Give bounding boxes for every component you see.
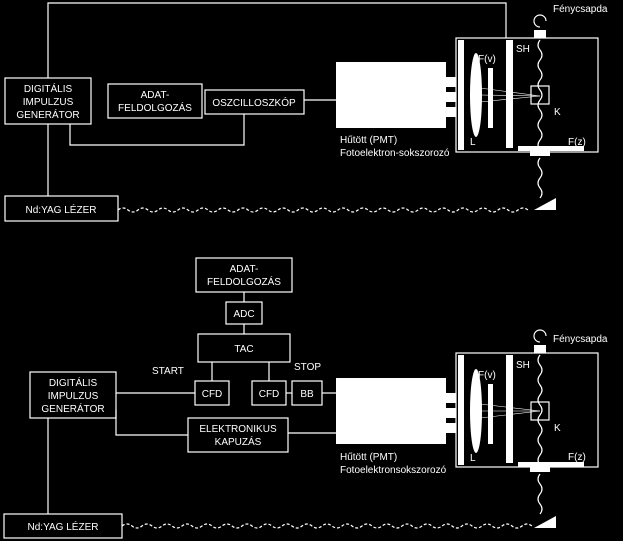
bottom-cfd-left-label: CFD — [202, 389, 223, 400]
top-cell-k — [530, 85, 550, 105]
bottom-light-trap-icon — [533, 329, 547, 343]
bottom-laser-beam — [121, 523, 533, 529]
bottom-fv-label: F(v) — [478, 370, 496, 381]
top-mirror — [534, 198, 556, 210]
top-oscilloscope-label: OSZCILLOSZKÓP — [212, 96, 296, 109]
top-filter-fz — [518, 146, 584, 151]
bottom-cfd-right-label: CFD — [259, 389, 280, 400]
top-pmt-body — [336, 62, 446, 128]
bottom-filter-fz — [518, 462, 584, 467]
bottom-data-processing-label-1: ADAT- — [230, 264, 259, 275]
top-light-trap-label: Fénycsapda — [553, 4, 608, 15]
bottom-light-trap-label: Fénycsapda — [553, 334, 608, 345]
bottom-pmt-caption-2: Fotoelektronsokszorozó — [340, 465, 447, 476]
bottom-pmt-caption-1: Hűtött (PMT) — [340, 452, 397, 463]
top-laser-label: Nd:YAG LÉZER — [26, 203, 97, 216]
top-generator-label-1: DIGITÁLIS — [24, 82, 73, 95]
bottom-lens-l — [470, 369, 482, 453]
top-data-processing-box — [107, 83, 203, 119]
bottom-generator-label-1: DIGITÁLIS — [49, 376, 98, 389]
bottom-gating-label-1: ELEKTRONIKUS — [199, 424, 277, 435]
bottom-tac-box — [197, 333, 291, 363]
top-laser-box — [4, 195, 119, 222]
bottom-tac-label: TAC — [234, 344, 253, 355]
bottom-stop-label: STOP — [294, 362, 321, 373]
top-pmt-caption-2: Fotoelektron-sokszorozó — [340, 148, 450, 159]
bottom-filter-fv — [488, 384, 493, 444]
bottom-data-processing-label-2: FELDOLGOZÁS — [207, 275, 281, 288]
top-optics-enclosure — [455, 37, 599, 153]
top-filter-fv — [488, 68, 493, 128]
top-setup: DIGITÁLIS IMPULZUS GENERÁTOR ADAT- FELDO… — [4, 2, 608, 222]
top-sh-label: SH — [516, 44, 530, 55]
top-trigger-line — [47, 2, 507, 78]
bottom-bb-label: BB — [300, 389, 314, 400]
top-lens-l — [470, 53, 482, 137]
bottom-gating-label-2: KAPUZÁS — [215, 435, 262, 448]
top-fv-label: F(v) — [478, 54, 496, 65]
top-data-processing-label-1: ADAT- — [141, 90, 170, 101]
bottom-k-label: K — [554, 423, 561, 434]
top-generator-label-2: IMPULZUS — [23, 97, 74, 108]
bottom-pmt-body — [336, 378, 446, 444]
bottom-generator-label-2: IMPULZUS — [48, 391, 99, 402]
bottom-l-label: L — [470, 453, 476, 464]
bottom-shutter-sh — [506, 355, 513, 463]
bottom-generator-box — [29, 371, 117, 419]
bottom-laser-label: Nd:YAG LÉZER — [28, 520, 99, 533]
bottom-generator-label-3: GENERÁTOR — [41, 402, 104, 415]
top-light-trap-icon — [533, 14, 547, 28]
top-generator-label-3: GENERÁTOR — [16, 108, 79, 121]
top-pmt-caption-1: Hűtött (PMT) — [340, 135, 397, 146]
top-l-label: L — [470, 137, 476, 148]
top-shutter-sh — [506, 40, 513, 148]
bottom-fz-label: F(z) — [568, 452, 586, 463]
top-generator-scope-line — [69, 114, 245, 146]
bottom-sh-label: SH — [516, 360, 530, 371]
bottom-mirror — [534, 516, 556, 528]
bottom-setup: ADAT- FELDOLGOZÁS ADC TAC START STOP CFD… — [3, 257, 608, 539]
top-oscilloscope-box — [204, 89, 305, 115]
bottom-adc-label: ADC — [233, 309, 254, 320]
top-fz-label: F(z) — [568, 137, 586, 148]
bottom-cell-k — [530, 401, 550, 421]
top-laser-beam — [117, 207, 529, 213]
bottom-start-label: START — [152, 366, 184, 377]
top-k-label: K — [554, 107, 561, 118]
top-data-processing-label-2: FELDOLGOZÁS — [118, 101, 192, 114]
